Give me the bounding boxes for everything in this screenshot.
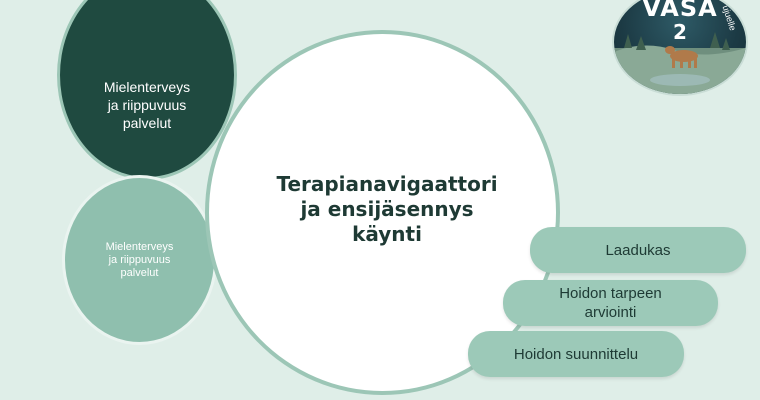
mid-circle-label: Mielenterveys ja riippuvuus palvelut — [105, 240, 174, 279]
pill-label: Laadukas — [605, 241, 671, 259]
badge-number: 2 — [673, 20, 687, 44]
dark-circle-label: Mielenterveys ja riippuvuus palvelut — [103, 79, 191, 131]
mid-service-circle: Mielenterveys ja riippuvuus palvelut — [62, 175, 217, 345]
pill-laadukas: Laadukas — [530, 227, 746, 273]
badge-title: VASA — [642, 0, 718, 22]
pill-label: Hoidon tarpeen arviointi — [559, 285, 662, 321]
pill-label: Hoidon suunnittelu — [513, 345, 639, 363]
pill-hoidon-suunnittelu: Hoidon suunnittelu — [468, 331, 684, 377]
main-circle-title: Terapianavigaattori ja ensijäsennys käyn… — [276, 172, 498, 246]
vasa-logo-badge: VASA 2 Vahva ujuelle — [612, 0, 748, 96]
badge-landscape-image — [614, 32, 746, 94]
dark-service-circle: Mielenterveys ja riippuvuus palvelut — [57, 0, 237, 180]
pill-hoidon-tarpeen-arviointi: Hoidon tarpeen arviointi — [503, 280, 718, 326]
